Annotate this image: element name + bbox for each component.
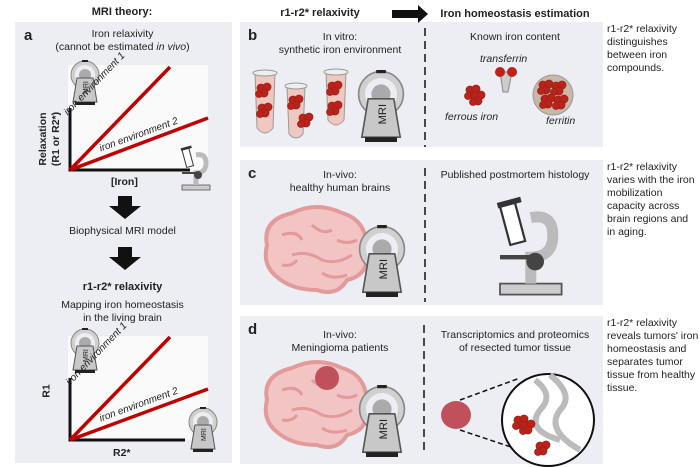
left-line2: Meningioma patients (291, 342, 389, 354)
panel-c-left-title: In-vivo: healthy human brains (265, 169, 415, 195)
transferrin-label: transferrin (480, 53, 528, 65)
mri-icon (358, 384, 406, 458)
mri-icon (357, 69, 405, 143)
ferritin-icon (532, 74, 574, 116)
ylabel-line2: (R1 or R2*) (50, 111, 62, 167)
plot1-xlabel: [Iron] (111, 176, 138, 188)
plot1-line-env2 (69, 116, 209, 172)
ylabel-line1: Relaxation (37, 112, 49, 166)
header-estimation: Iron homeostasis estimation (440, 8, 590, 20)
plot2-line-env2 (69, 387, 209, 442)
right-line1: Transcriptomics and proteomics (440, 329, 590, 341)
panel-c-label: c (248, 165, 257, 182)
panel-a-label: a (24, 27, 33, 44)
header-relaxivity: r1-r2* relaxivity (280, 7, 360, 19)
title-prefix: (cannot be estimated (55, 41, 157, 53)
plot2-ylabel: R1 (40, 384, 53, 398)
model-label: Biophysical MRI model (69, 225, 176, 237)
left-line1: In-vivo: (323, 169, 357, 181)
resected-tissue-icon (441, 401, 471, 429)
panel-d-label: d (248, 321, 258, 338)
down-arrow-icon (109, 196, 141, 219)
ferritin-label: ferritin (546, 115, 576, 127)
left-line2: synthetic iron environment (278, 44, 402, 56)
panel-d-side-text: r1-r2* relaxivity reveals tumors' iron h… (607, 317, 699, 394)
magnified-tissue-icon (501, 372, 595, 467)
header-mri-theory: MRI theory: (91, 6, 153, 18)
panel-b-right-title: Known iron content (470, 31, 560, 43)
panel-d-left-title: In-vivo: Meningioma patients (265, 329, 415, 355)
title-line2: (cannot be estimated in vivo) (40, 41, 205, 54)
microscope-icon (497, 197, 562, 295)
tumor-icon (315, 366, 339, 390)
test-tubes-icon (252, 68, 349, 139)
mapping-line1: Mapping iron homeostasis (61, 299, 184, 311)
left-line1: In-vivo: (323, 329, 357, 341)
panel-c-right-title: Published postmortem histology (440, 169, 590, 181)
left-line2: healthy human brains (289, 182, 391, 194)
mapping-label: Mapping iron homeostasis in the living b… (40, 299, 205, 325)
mri-icon (358, 224, 406, 298)
panel-a-title: Iron relaxivity (cannot be estimated in … (40, 28, 205, 54)
down-arrow-icon (109, 247, 141, 270)
title-suffix: ) (186, 41, 190, 53)
panel-c-side-text: r1-r2* relaxivity varies with the iron m… (607, 161, 695, 238)
relaxivity-label: r1-r2* relaxivity (82, 281, 163, 293)
mri-icon (188, 406, 218, 453)
panel-b-label: b (248, 27, 258, 44)
mapping-line2: in the living brain (83, 312, 162, 324)
right-arrow-icon (392, 5, 428, 23)
left-line1: In vitro: (322, 31, 358, 43)
plot1-ylabel: Relaxation (R1 or R2*) (37, 99, 63, 179)
panel-b-left-title: In vitro: synthetic iron environment (265, 31, 415, 57)
panel-d-right-title: Transcriptomics and proteomics of resect… (430, 329, 600, 355)
title-italic: in vivo (156, 41, 187, 53)
panel-b-side-text: r1-r2* relaxivity distinguishes between … (607, 23, 678, 74)
transferrin-icon (495, 67, 517, 93)
brain-icon (263, 205, 370, 295)
title-line1: Iron relaxivity (91, 28, 154, 40)
plot2-line-env1 (68, 335, 172, 442)
right-line2: of resected tumor tissue (458, 342, 572, 354)
ferrous-iron-label: ferrous iron (445, 111, 499, 123)
plot2-xlabel: R2* (113, 447, 131, 459)
plot1-line-env1 (68, 65, 172, 172)
